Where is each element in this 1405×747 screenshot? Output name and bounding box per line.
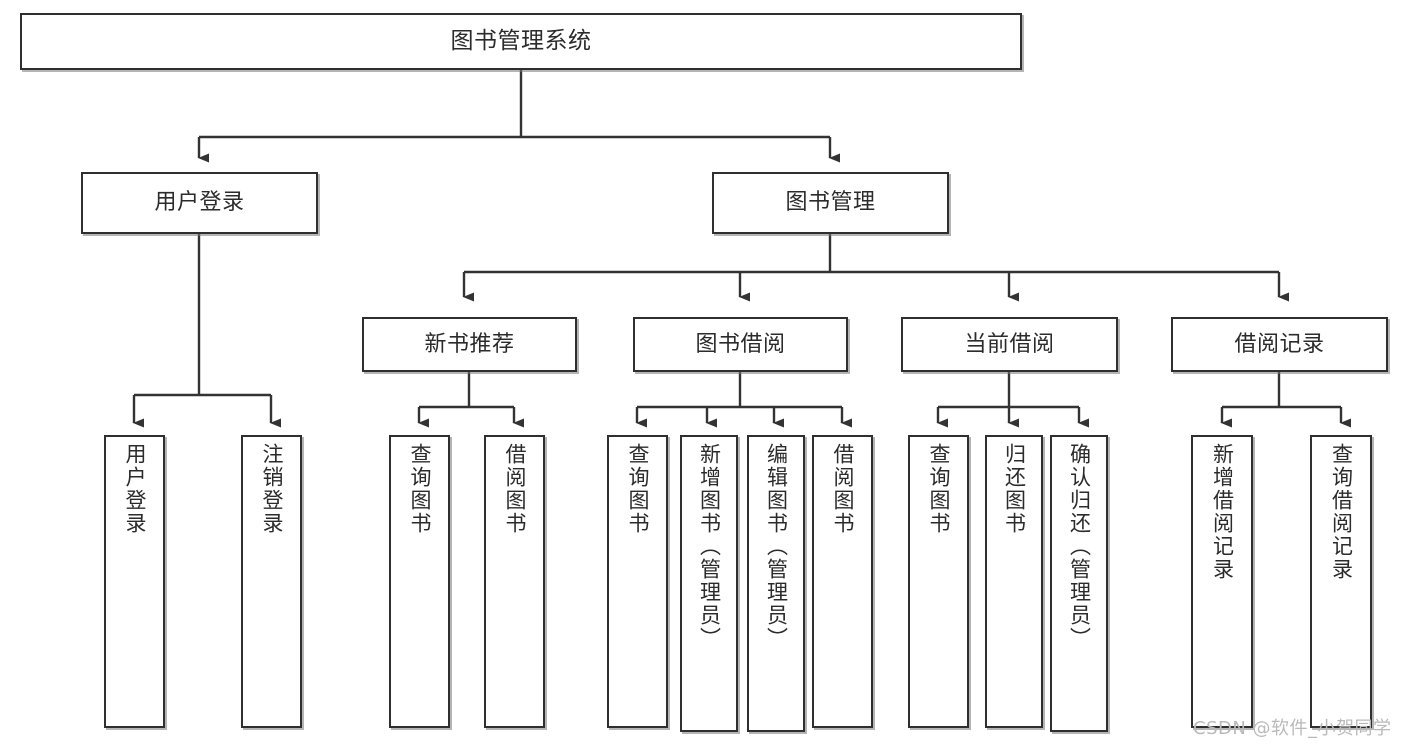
node-book-management-label: 图书管理	[785, 190, 876, 216]
node-leaf-user-login[interactable]: 用户登录	[104, 435, 165, 728]
node-leaf-newbook-query[interactable]: 查询图书	[389, 435, 450, 728]
node-leaf-borrow-add-book[interactable]: 新增图书（管理员）	[680, 435, 738, 732]
node-borrow-record-label: 借阅记录	[1234, 331, 1325, 357]
node-current-borrow-label: 当前借阅	[964, 331, 1055, 357]
node-book-borrow-label: 图书借阅	[695, 331, 786, 357]
node-current-borrow[interactable]: 当前借阅	[901, 317, 1118, 372]
node-leaf-record-add-label: 新增借阅记录	[1210, 443, 1235, 581]
node-leaf-current-confirm-return[interactable]: 确认归还（管理员）	[1050, 435, 1108, 732]
node-leaf-borrow-edit-book-label: 编辑图书（管理员）	[764, 443, 789, 650]
node-leaf-user-logout-label: 注销登录	[260, 443, 284, 535]
node-leaf-borrow-query[interactable]: 查询图书	[607, 435, 668, 728]
node-user-login[interactable]: 用户登录	[81, 172, 318, 234]
node-new-book-recommend[interactable]: 新书推荐	[362, 317, 577, 372]
csdn-watermark: CSDN @软件_小贺同学	[1193, 718, 1392, 739]
node-leaf-current-confirm-return-label: 确认归还（管理员）	[1067, 443, 1092, 650]
node-user-login-label: 用户登录	[154, 190, 245, 216]
node-leaf-borrow-borrow-book-label: 借阅图书	[831, 443, 855, 535]
node-leaf-user-logout[interactable]: 注销登录	[241, 435, 302, 728]
node-leaf-newbook-borrow[interactable]: 借阅图书	[484, 435, 545, 728]
node-borrow-record[interactable]: 借阅记录	[1171, 317, 1388, 372]
node-leaf-current-return[interactable]: 归还图书	[985, 435, 1043, 728]
node-book-borrow[interactable]: 图书借阅	[633, 317, 848, 372]
node-leaf-borrow-borrow-book[interactable]: 借阅图书	[812, 435, 873, 728]
node-leaf-current-return-label: 归还图书	[1002, 443, 1027, 535]
node-leaf-newbook-borrow-label: 借阅图书	[503, 443, 527, 535]
node-leaf-record-add[interactable]: 新增借阅记录	[1191, 435, 1253, 728]
node-leaf-current-query-label: 查询图书	[927, 443, 951, 535]
node-leaf-current-query[interactable]: 查询图书	[908, 435, 969, 728]
node-leaf-borrow-edit-book[interactable]: 编辑图书（管理员）	[747, 435, 805, 732]
node-leaf-user-login-label: 用户登录	[123, 443, 147, 535]
node-leaf-borrow-add-book-label: 新增图书（管理员）	[697, 443, 722, 650]
node-leaf-record-query-label: 查询借阅记录	[1329, 443, 1354, 581]
node-root-label: 图书管理系统	[450, 28, 592, 55]
node-leaf-newbook-query-label: 查询图书	[408, 443, 432, 535]
node-root[interactable]: 图书管理系统	[20, 13, 1022, 70]
node-leaf-borrow-query-label: 查询图书	[626, 443, 650, 535]
node-leaf-record-query[interactable]: 查询借阅记录	[1310, 435, 1372, 728]
node-new-book-recommend-label: 新书推荐	[424, 331, 515, 357]
node-book-management[interactable]: 图书管理	[712, 172, 949, 234]
